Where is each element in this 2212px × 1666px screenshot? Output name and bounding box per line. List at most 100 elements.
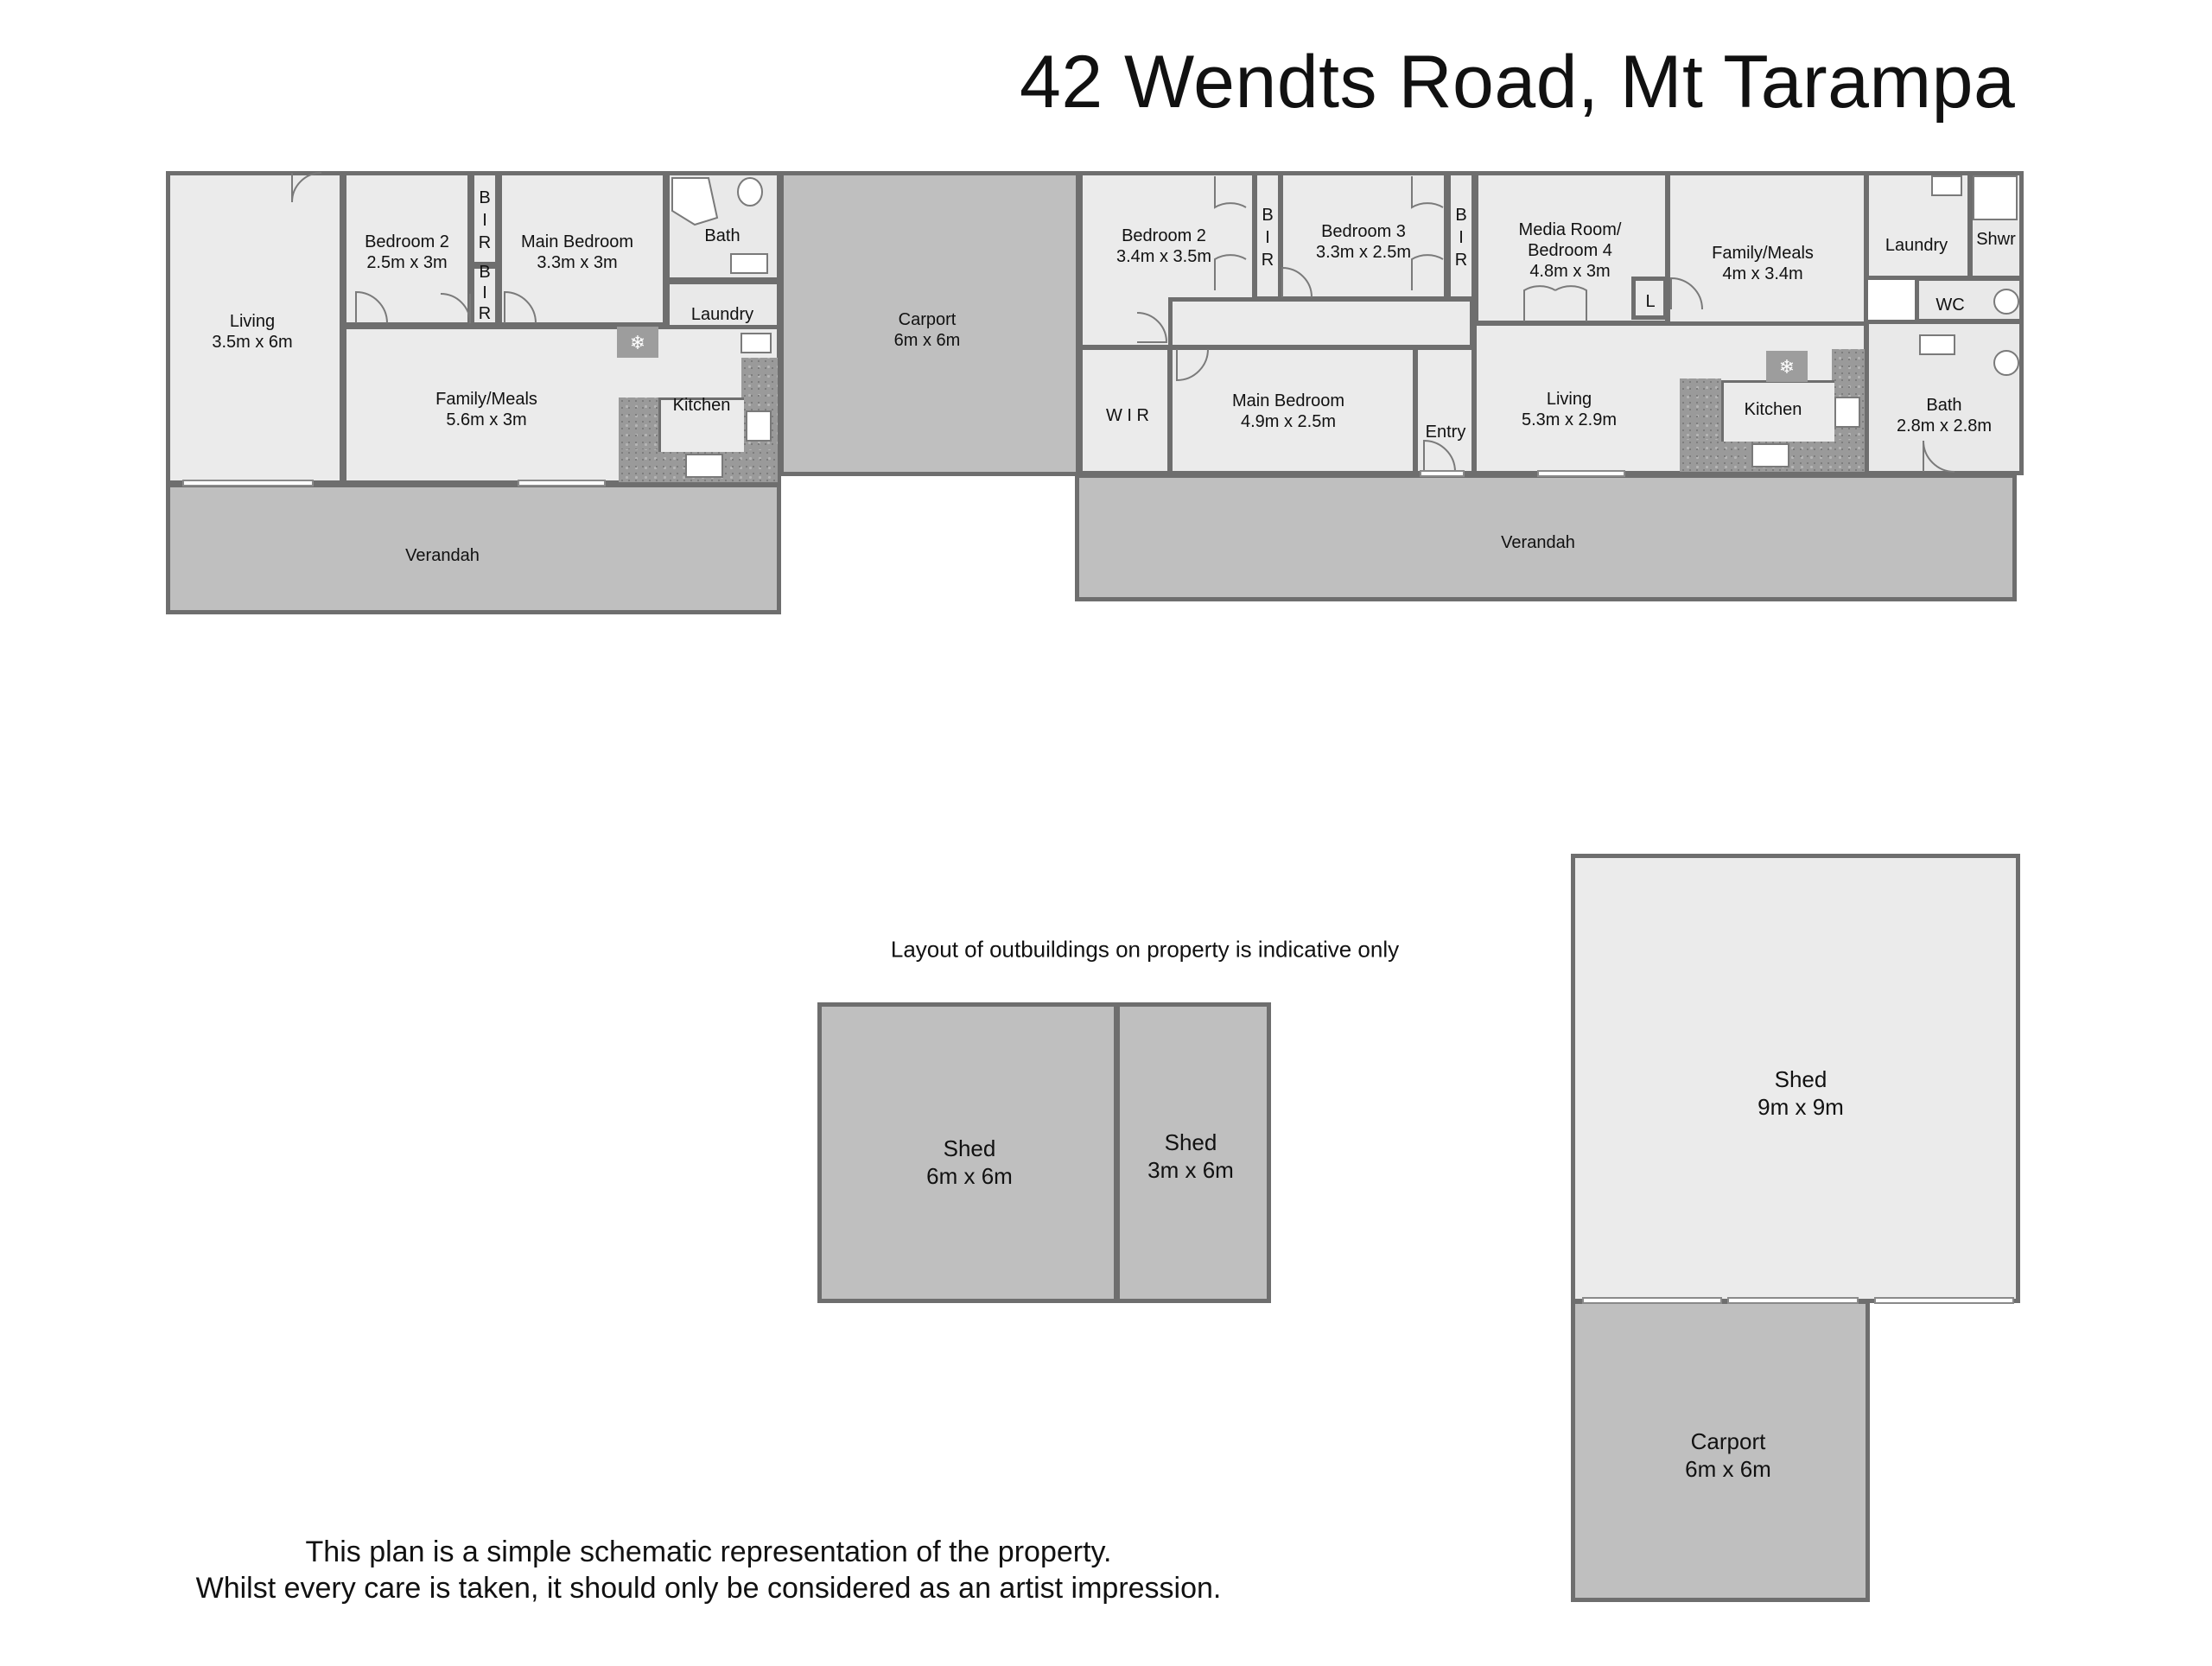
- house2-wir-label: W I R: [1106, 405, 1149, 426]
- house2-linen-name: L: [1645, 292, 1656, 311]
- house2-main-bedroom-label: Main Bedroom 4.9m x 2.5m: [1232, 391, 1344, 432]
- house2-family-dim: 4m x 3.4m: [1722, 264, 1803, 283]
- tub-icon: [1931, 175, 1962, 196]
- door-swing: [1136, 312, 1168, 343]
- house1-bir1-b: B: [479, 188, 491, 207]
- cooktop-icon: [1834, 397, 1860, 428]
- house1-bir2-b: B: [479, 263, 491, 282]
- shed-c-dim: 9m x 9m: [1758, 1094, 1844, 1120]
- house2-media-name1: Media Room/: [1518, 220, 1622, 239]
- window: [1727, 1297, 1859, 1304]
- house2-bath-name: Bath: [1926, 396, 1962, 415]
- carport1-name: Carport: [898, 310, 957, 329]
- house1-kitchen-name: Kitchen: [672, 396, 731, 415]
- shed-a-label: Shed 6m x 6m: [926, 1135, 1013, 1190]
- house1-bath-name: Bath: [704, 226, 741, 245]
- house2-bir1-r: R: [1261, 251, 1274, 270]
- house2-bir2-r: R: [1454, 251, 1468, 270]
- carport-1: [779, 171, 1080, 476]
- house1-bedroom-2: [342, 171, 472, 327]
- house2-living-dim: 5.3m x 2.9m: [1521, 410, 1618, 429]
- house2-bath-label: Bath 2.8m x 2.8m: [1897, 395, 1992, 436]
- door-swing: [355, 290, 388, 324]
- shed-a-name: Shed: [943, 1135, 996, 1161]
- house2-wir-name: W I R: [1106, 406, 1149, 425]
- snowflake-icons: ❄ ❄: [630, 333, 1795, 378]
- house1-family-dim: 5.6m x 3m: [446, 410, 527, 429]
- tub-icon: [741, 333, 772, 353]
- shower-icon: [1973, 175, 2018, 220]
- house2-main-bedroom-dim: 4.9m x 2.5m: [1240, 412, 1337, 431]
- shed-b-dim: 3m x 6m: [1147, 1157, 1234, 1183]
- shed-6x6: [817, 1002, 1118, 1303]
- sink-icon: [1751, 443, 1789, 467]
- basin-icon: [730, 253, 768, 274]
- house2-shwr-name: Shwr: [1976, 230, 2016, 249]
- house1-living-name: Living: [229, 312, 276, 331]
- house2-entry-label: Entry: [1426, 422, 1466, 442]
- window: [1582, 1297, 1722, 1304]
- sink-icon: [685, 454, 723, 478]
- house2-kitchen-name: Kitchen: [1744, 400, 1802, 419]
- snowflake-icon: ❄: [1779, 357, 1795, 378]
- house1-bir1-label: B I R: [479, 187, 491, 254]
- cooktop-icon: [746, 410, 772, 442]
- windows: [182, 470, 2014, 1304]
- house1-kitchen-floor: [658, 397, 744, 452]
- outbuildings-note: Layout of outbuildings on property is in…: [890, 936, 1400, 963]
- house2-family-label: Family/Meals 4m x 3.4m: [1712, 243, 1814, 284]
- page-title: 42 Wendts Road, Mt Tarampa: [1020, 41, 2016, 124]
- house2-media-dim: 4.8m x 3m: [1529, 262, 1611, 281]
- door-swing: [440, 293, 471, 324]
- toilet-icon: [1993, 289, 2019, 315]
- house2-linen: [1631, 277, 1668, 320]
- house2-living-name: Living: [1546, 390, 1592, 409]
- house2-wc-label: WC: [1936, 295, 1964, 315]
- house2-bedroom2-name: Bedroom 2: [1122, 226, 1206, 245]
- house2-verandah-name: Verandah: [1501, 533, 1575, 552]
- house2-fridge: [1766, 351, 1808, 382]
- door-swing: [291, 172, 322, 203]
- disclaimer: This plan is a simple schematic represen…: [196, 1534, 1222, 1606]
- house1-bir2-label: B I R: [479, 262, 491, 324]
- house2-bir2-label: B I R: [1455, 204, 1467, 271]
- window: [1874, 1297, 2014, 1304]
- door-swing: [1554, 285, 1587, 321]
- house2-bir1-b: B: [1262, 206, 1274, 225]
- door-swings: [291, 172, 1955, 473]
- house2-shwr-label: Shwr: [1976, 229, 2016, 250]
- door-swing: [1214, 254, 1247, 290]
- door-swing: [1423, 439, 1456, 473]
- door-swing: [1281, 266, 1313, 298]
- carport2-name: Carport: [1690, 1428, 1766, 1454]
- house1-family-name: Family/Meals: [435, 390, 537, 409]
- house2-bath-dim: 2.8m x 2.8m: [1896, 416, 1993, 436]
- house1-living-dim: 3.5m x 6m: [212, 333, 293, 352]
- snowflake-icon: ❄: [630, 333, 645, 354]
- house2-laundry-name: Laundry: [1885, 236, 1948, 255]
- toilet-icon: [1993, 350, 2019, 376]
- basin-icon: [1919, 334, 1955, 355]
- house2-bir2-i: I: [1459, 228, 1464, 247]
- door-swing: [1523, 285, 1556, 321]
- house2-kitchen-label: Kitchen: [1745, 399, 1802, 420]
- shower-icon: [671, 177, 719, 226]
- door-swing: [1923, 440, 1955, 473]
- window: [1420, 470, 1465, 477]
- shed-a-dim: 6m x 6m: [926, 1163, 1013, 1189]
- shed-b-name: Shed: [1164, 1129, 1217, 1155]
- house1-bir1-i: I: [482, 211, 487, 230]
- disclaimer-line-2: Whilst every care is taken, it should on…: [195, 1572, 1222, 1605]
- house1-verandah-label: Verandah: [405, 545, 480, 566]
- house2-bir1-label: B I R: [1262, 204, 1274, 271]
- window: [518, 480, 606, 486]
- house1-bath-label: Bath: [704, 226, 740, 246]
- house1-bir-2: [470, 264, 499, 327]
- house2-bir1-i: I: [1265, 228, 1270, 247]
- door-swing: [504, 290, 537, 324]
- house1-main-bedroom-name: Main Bedroom: [520, 232, 634, 251]
- carport2-label: Carport 6m x 6m: [1685, 1428, 1771, 1483]
- door-swing: [1176, 348, 1209, 382]
- house1-bedroom2-name: Bedroom 2: [365, 232, 449, 251]
